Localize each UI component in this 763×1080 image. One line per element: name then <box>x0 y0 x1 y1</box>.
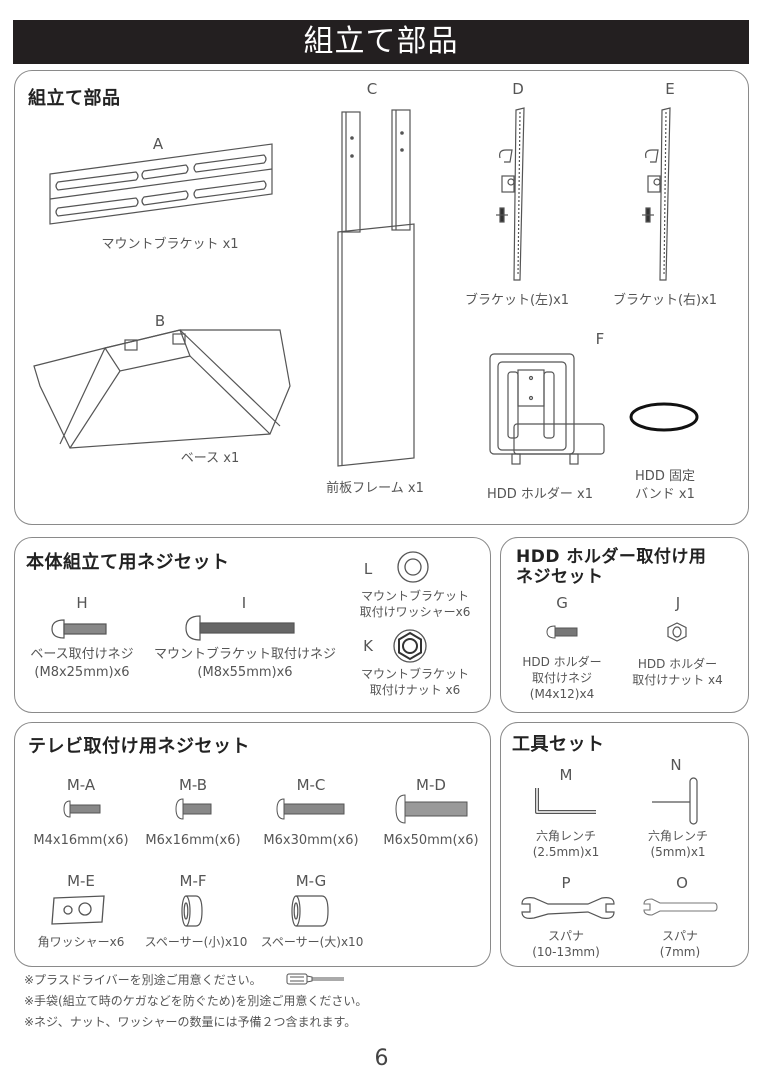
part-letter-d: D <box>512 80 524 98</box>
long-screw-icon <box>185 615 295 641</box>
nut-icon <box>393 629 427 663</box>
part-letter-me: M-E <box>67 872 95 890</box>
part-letter-k: K <box>363 637 373 655</box>
tool-label-n-line2: (5mm)x1 <box>650 845 706 859</box>
screw-icon <box>276 798 345 820</box>
part-label-k-line2: 取付けナット x6 <box>369 683 461 697</box>
part-letter-b: B <box>154 312 166 330</box>
screw-icon <box>51 619 107 639</box>
part-label-b: ベース x1 <box>180 451 240 466</box>
part-letter-mb: M-B <box>178 776 208 794</box>
front-frame-icon <box>337 109 415 467</box>
spanner-icon <box>643 898 718 916</box>
part-letter-h: H <box>76 594 88 612</box>
part-label-j-line2: 取付けナット x4 <box>632 673 723 687</box>
screw-icon <box>395 794 468 824</box>
washer-icon <box>397 551 429 583</box>
page-number: 6 <box>374 1046 389 1071</box>
screw-icon <box>175 798 212 820</box>
note-screwdriver: ※プラスドライバーを別途ご用意ください。 <box>24 973 262 987</box>
part-label-k-line1: マウントブラケット <box>360 667 469 681</box>
tv-screws-panel-title: テレビ取付け用ネジセット <box>28 736 250 757</box>
left-bracket-icon <box>496 107 525 281</box>
note-gloves: ※手袋(組立て時のケガなどを防ぐため)を別途ご用意ください。 <box>24 994 368 1008</box>
tv-screws-panel <box>14 722 491 967</box>
tool-label-p-line2: (10-13mm) <box>532 945 600 959</box>
tools-panel <box>500 722 749 967</box>
large-spacer-icon <box>291 895 329 927</box>
tool-label-n-line1: 六角レンチ <box>647 829 708 843</box>
part-label-j-line1: HDD ホルダー <box>637 657 718 671</box>
tool-label-m-line2: (2.5mm)x1 <box>532 845 600 859</box>
hdd-screws-panel-title-line2: ネジセット <box>516 567 604 587</box>
part-letter-i: I <box>241 594 247 612</box>
screwdriver-icon <box>286 973 344 985</box>
part-letter-l: L <box>363 560 373 578</box>
hdd-band-icon <box>629 402 699 432</box>
tools-panel-title: 工具セット <box>512 734 605 755</box>
hdd-screws-panel-title-line1: HDD ホルダー取付け用 <box>516 547 707 567</box>
tool-label-o-line2: (7mm) <box>659 945 701 959</box>
part-label-l-line1: マウントブラケット <box>360 589 469 603</box>
small-spacer-icon <box>181 895 203 927</box>
part-label-md: M6x50mm(x6) <box>383 833 479 848</box>
part-label-g-line1: HDD ホルダー <box>522 655 602 669</box>
hdd-holder-icon <box>489 353 605 465</box>
part-letter-a: A <box>152 135 164 153</box>
part-letter-g: G <box>556 594 568 612</box>
part-label-mc: M6x30mm(x6) <box>263 833 359 848</box>
part-label-f: HDD ホルダー x1 <box>486 487 594 502</box>
square-washer-icon <box>51 895 105 925</box>
part-letter-c: C <box>366 80 378 98</box>
parts-panel <box>14 70 749 525</box>
part-letter-f: F <box>595 330 605 348</box>
mount-bracket-icon <box>49 143 273 225</box>
part-label-mf: スペーサー(小)x10 <box>144 935 248 949</box>
tool-letter-o: O <box>676 874 688 892</box>
part-label-l-line2: 取付けワッシャーx6 <box>359 605 471 619</box>
part-label-h-line2: (M8x25mm)x6 <box>34 665 130 680</box>
tool-letter-p: P <box>561 874 571 892</box>
part-letter-md: M-D <box>416 776 446 794</box>
part-label-i-line2: (M8x55mm)x6 <box>197 665 293 680</box>
part-letter-mf: M-F <box>179 872 207 890</box>
double-spanner-icon <box>521 897 615 919</box>
body-screws-panel-title: 本体組立て用ネジセット <box>26 552 230 573</box>
part-label-ma: M4x16mm(x6) <box>33 833 129 848</box>
right-bracket-icon <box>642 107 671 281</box>
tool-label-p-line1: スパナ <box>547 929 584 943</box>
screw-icon <box>63 800 101 818</box>
part-label-g-line2: 取付けネジ <box>531 671 592 685</box>
part-letter-ma: M-A <box>66 776 96 794</box>
l-hex-wrench-icon <box>535 788 596 814</box>
tool-letter-m: M <box>559 766 573 784</box>
base-icon <box>33 329 291 449</box>
tool-letter-n: N <box>670 756 682 774</box>
small-nut-icon <box>667 622 687 642</box>
part-letter-mg: M-G <box>295 872 327 890</box>
part-label-hdd-band-line2: バンド x1 <box>635 487 695 502</box>
part-label-d: ブラケット(左)x1 <box>464 293 570 308</box>
tool-label-m-line1: 六角レンチ <box>535 829 596 843</box>
tool-label-o-line1: スパナ <box>661 929 698 943</box>
part-label-e: ブラケット(右)x1 <box>612 293 718 308</box>
page-title: 組立て部品 <box>13 20 749 64</box>
part-letter-e: E <box>665 80 675 98</box>
part-label-c: 前板フレーム x1 <box>326 481 424 496</box>
note-spare-parts: ※ネジ、ナット、ワッシャーの数量には予備２つ含まれます。 <box>24 1015 357 1029</box>
part-label-me: 角ワッシャーx6 <box>37 935 125 949</box>
part-label-mg: スペーサー(大)x10 <box>260 935 364 949</box>
parts-panel-title: 組立て部品 <box>28 88 121 109</box>
part-label-hdd-band-line1: HDD 固定 <box>635 469 695 484</box>
part-label-a: マウントブラケット x1 <box>101 237 239 252</box>
part-letter-mc: M-C <box>296 776 326 794</box>
t-hex-wrench-icon <box>652 777 698 825</box>
part-label-h-line1: ベース取付けネジ <box>30 647 134 662</box>
small-screw-icon <box>546 625 578 639</box>
part-label-g-line3: (M4x12)x4 <box>529 687 595 701</box>
hdd-screws-panel <box>500 537 749 713</box>
part-label-i-line1: マウントブラケット取付けネジ <box>153 647 336 662</box>
part-letter-j: J <box>675 594 681 612</box>
part-label-mb: M6x16mm(x6) <box>145 833 241 848</box>
